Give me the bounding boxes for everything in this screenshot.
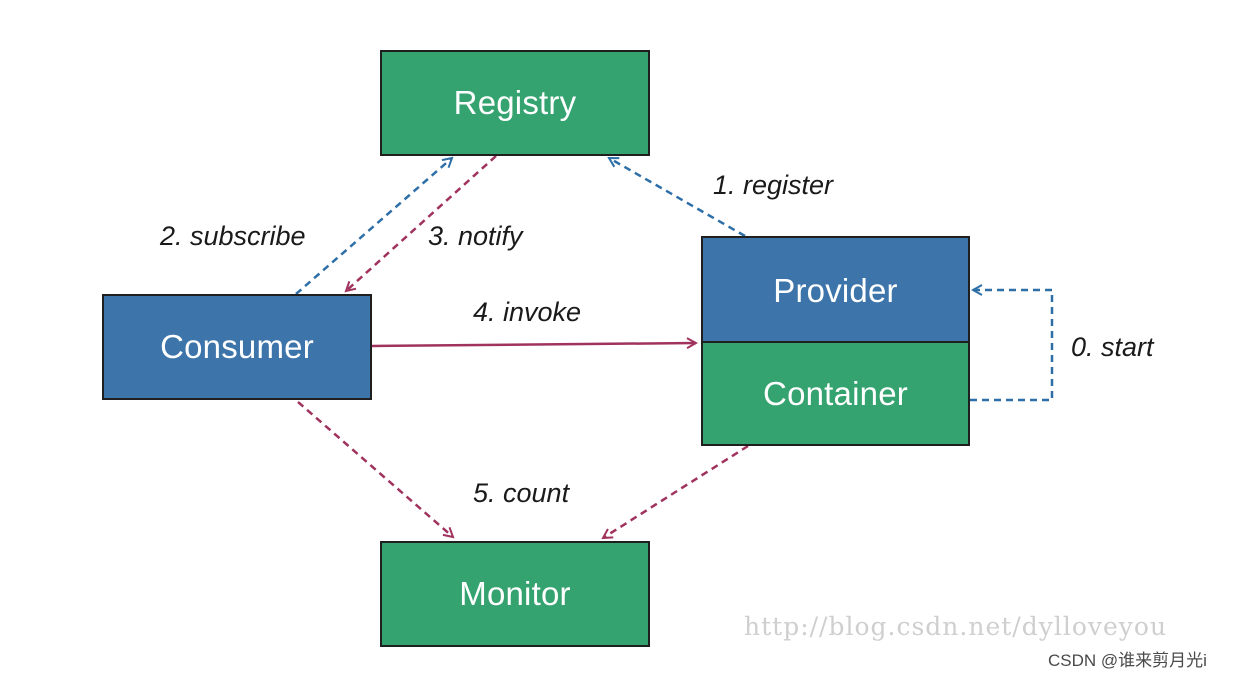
notify-arrow — [346, 155, 497, 291]
container-label: Container — [763, 374, 908, 412]
invoke-arrow — [371, 343, 696, 346]
csdn-credit: CSDN @谁来剪月光i — [1048, 651, 1207, 670]
start-label: 0. start — [1071, 332, 1154, 362]
count-arrow-from-consumer — [297, 401, 453, 537]
count-arrow-from-container — [603, 444, 749, 538]
registry-label: Registry — [453, 84, 577, 121]
monitor-label: Monitor — [459, 575, 571, 612]
provider-label: Provider — [773, 271, 898, 309]
registry-node: Registry — [380, 50, 650, 156]
blog-watermark: http://blog.csdn.net/dylloveyou — [744, 612, 1168, 641]
consumer-node: Consumer — [102, 294, 372, 400]
monitor-node: Monitor — [380, 541, 650, 647]
container-node: Container — [701, 341, 970, 446]
invoke-label: 4. invoke — [473, 297, 582, 327]
start-arrow — [970, 290, 1054, 402]
consumer-label: Consumer — [160, 328, 314, 365]
register-arrow — [609, 156, 746, 238]
subscribe-label: 2. subscribe — [160, 221, 306, 251]
register-label: 1. register — [713, 170, 834, 200]
notify-label: 3. notify — [428, 221, 523, 251]
subscribe-arrow — [295, 158, 452, 295]
provider-node: Provider — [701, 236, 970, 343]
count-label: 5. count — [473, 478, 570, 508]
